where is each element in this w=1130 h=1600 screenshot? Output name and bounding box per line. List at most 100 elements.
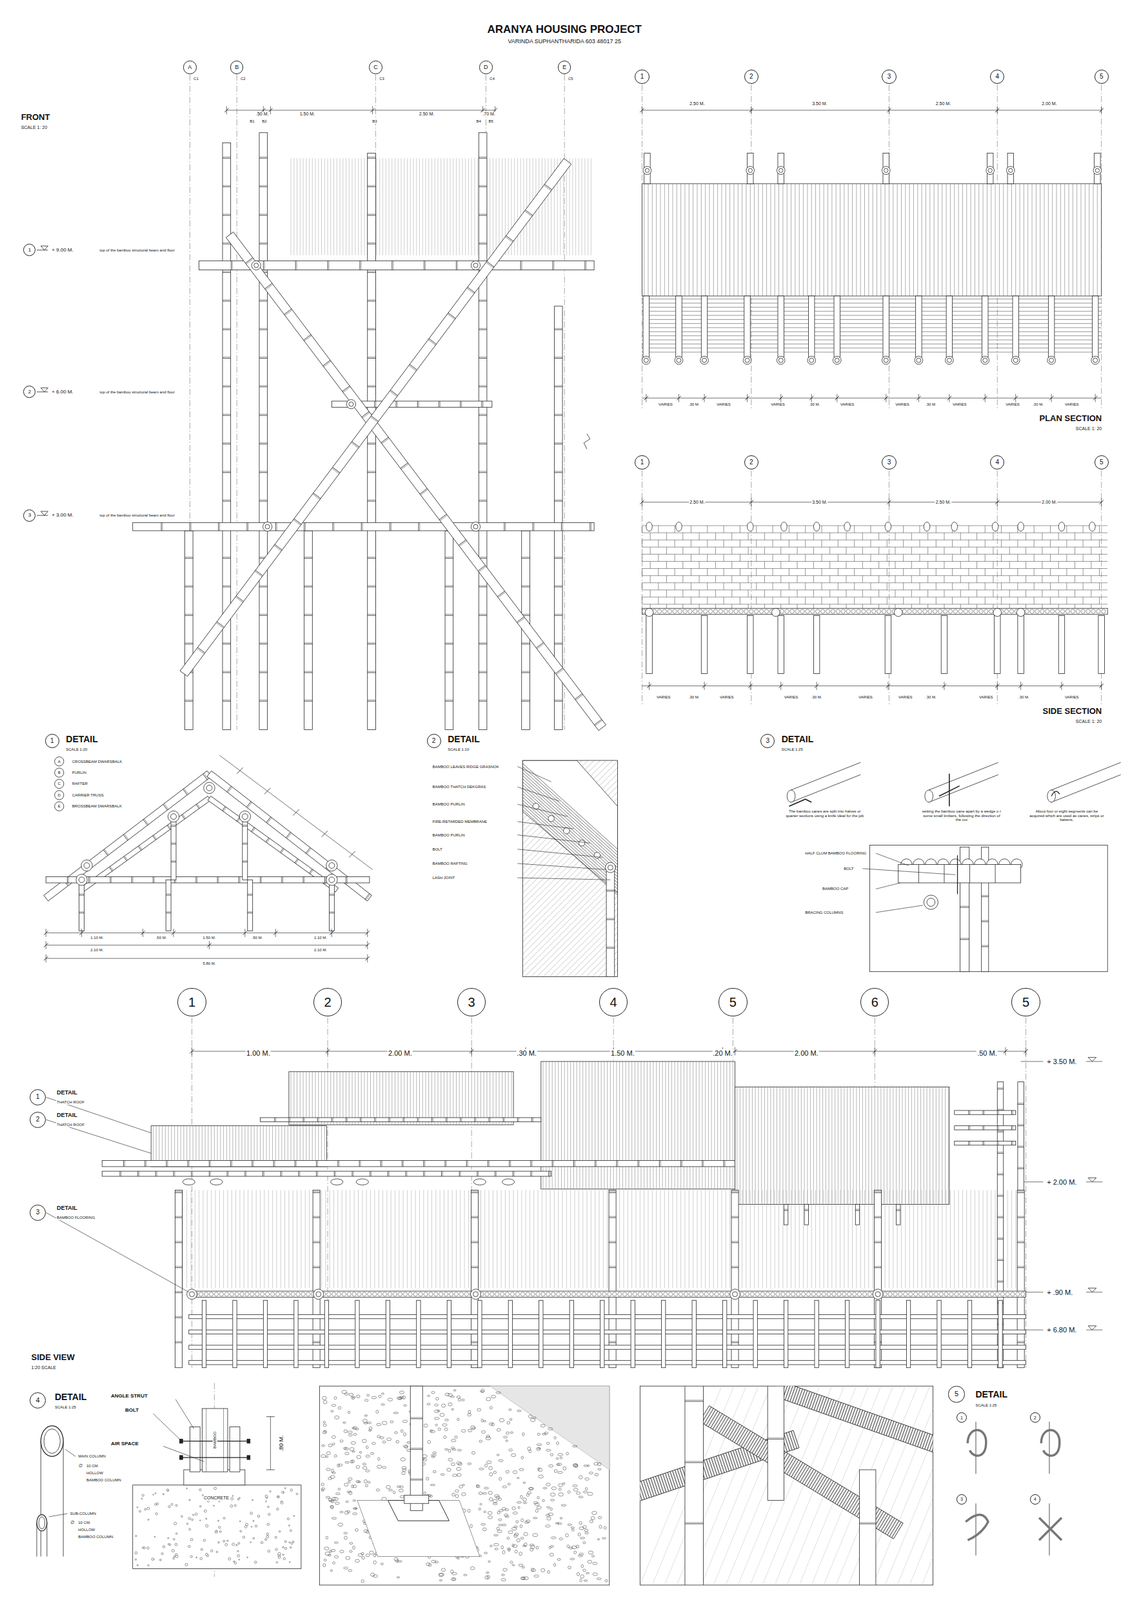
- bamboo-cane: [247, 879, 253, 931]
- lashing: [898, 1292, 903, 1297]
- bolt: [328, 877, 335, 883]
- aggregate: [192, 1514, 195, 1516]
- lashing: [882, 1292, 887, 1297]
- aggregate: [223, 1517, 226, 1520]
- aggregate: [214, 1487, 217, 1490]
- aggregate: [190, 1538, 193, 1541]
- leader-line: [45, 1212, 189, 1292]
- post: [884, 615, 891, 674]
- aggregate: [280, 1500, 282, 1503]
- cane-end: [43, 1429, 60, 1454]
- lashing: [648, 1292, 653, 1297]
- cane-end: [1017, 522, 1024, 532]
- aggregate: [228, 1557, 231, 1561]
- bolt: [254, 263, 259, 268]
- nut: [247, 1439, 251, 1444]
- cane-end: [1089, 522, 1096, 532]
- lashing: [837, 1292, 842, 1297]
- bamboo-cane: [855, 1204, 860, 1226]
- bamboo-cane: [1017, 1189, 1025, 1368]
- lashing: [964, 1292, 969, 1297]
- lashing: [352, 1292, 357, 1297]
- lashing: [866, 609, 871, 614]
- bamboo-pole: [731, 1189, 739, 1368]
- angle-strut: [229, 1427, 240, 1473]
- lashing: [820, 609, 825, 614]
- bamboo-pole: [855, 1204, 860, 1226]
- lashing: [204, 1292, 209, 1297]
- bamboo-pole: [101, 1160, 735, 1167]
- lashing: [908, 1292, 913, 1297]
- lashing: [1010, 1292, 1015, 1297]
- level-mark: [40, 245, 48, 250]
- bamboo-pole: [242, 816, 248, 880]
- aggregate: [237, 1554, 240, 1557]
- aggregate: [230, 1504, 233, 1508]
- lashing: [301, 1292, 306, 1297]
- lashing: [250, 1292, 255, 1297]
- ground-hatch: [702, 760, 920, 978]
- bamboo-pole: [606, 869, 615, 977]
- aggregate: [134, 1551, 138, 1555]
- aggregate: [265, 1500, 268, 1503]
- bolt: [1095, 168, 1100, 173]
- purlin: [578, 840, 585, 847]
- lashing: [490, 1292, 495, 1297]
- lashing: [713, 609, 718, 614]
- cane-edge: [928, 774, 999, 803]
- lashing: [698, 609, 703, 614]
- bolt: [982, 357, 988, 363]
- aggregate: [147, 1547, 150, 1550]
- lashing: [968, 609, 973, 614]
- lashing: [672, 609, 677, 614]
- bamboo-cane: [608, 1189, 616, 1368]
- bamboo-pole: [470, 1189, 478, 1368]
- aggregate: [172, 1557, 175, 1560]
- lashing: [219, 1292, 224, 1297]
- post: [882, 296, 889, 358]
- sub-post: [875, 1300, 880, 1368]
- lashing: [893, 1292, 898, 1297]
- lashing: [718, 609, 723, 614]
- cane-end: [675, 522, 682, 532]
- bolt: [644, 168, 649, 173]
- drawing: [36, 74, 1121, 1586]
- lashing: [541, 1292, 546, 1297]
- post: [1012, 296, 1019, 358]
- cane-end: [884, 522, 891, 532]
- lashing: [571, 1292, 576, 1297]
- aggregate: [154, 1493, 157, 1495]
- lashing: [886, 609, 891, 614]
- ground-hatch: [646, 760, 864, 978]
- dimension-tick: [348, 851, 355, 858]
- aggregate: [196, 1556, 198, 1559]
- aggregate: [161, 1553, 164, 1556]
- bamboo-node: [616, 1489, 623, 1507]
- sub-post: [508, 1300, 513, 1368]
- aggregate: [147, 1518, 149, 1521]
- bolt: [875, 1291, 881, 1298]
- lashing: [1035, 609, 1040, 614]
- lashing: [1096, 609, 1101, 614]
- leader-line: [152, 1413, 182, 1442]
- aggregate: [296, 1493, 298, 1496]
- aggregate: [281, 1491, 284, 1494]
- aggregate: [267, 1550, 271, 1554]
- bolt: [473, 524, 478, 529]
- aggregate: [267, 1523, 270, 1527]
- bamboo-cane: [259, 132, 268, 731]
- lashing: [607, 1292, 612, 1297]
- aggregate: [134, 1558, 137, 1561]
- aggregate: [277, 1496, 279, 1498]
- aggregate: [205, 1518, 208, 1520]
- level-mark: [1088, 1057, 1097, 1062]
- bolt: [884, 168, 889, 173]
- lashing: [443, 1292, 448, 1297]
- lashing: [835, 609, 840, 614]
- lashing: [800, 609, 805, 614]
- angle-strut: [189, 1427, 200, 1473]
- aggregate: [277, 1552, 281, 1556]
- sub-post: [201, 1300, 206, 1368]
- cane-end: [210, 1179, 223, 1185]
- lashing: [922, 609, 927, 614]
